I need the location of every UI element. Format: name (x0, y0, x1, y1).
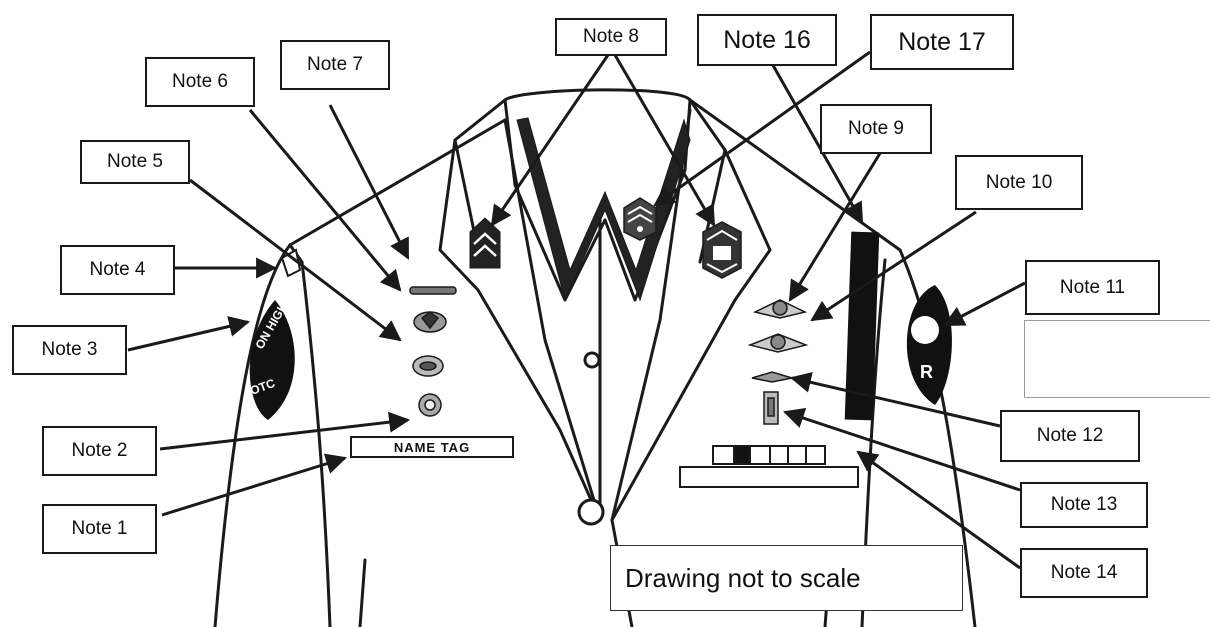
arrow-note6 (248, 109, 402, 292)
note-12-label: Note 12 (1000, 410, 1140, 462)
left-epaulet (280, 248, 302, 278)
arrow-note14 (856, 450, 1021, 570)
arrow-note9 (788, 149, 884, 302)
note-11-label: Note 11 (1025, 260, 1160, 315)
ribbon-rack (679, 445, 859, 488)
blank-box (1024, 320, 1210, 398)
left-lapel (438, 98, 602, 522)
arrow-note2 (159, 411, 411, 451)
shoulder-cord (844, 231, 880, 421)
collar-band (503, 88, 692, 102)
note-10-label: Note 10 (955, 155, 1083, 210)
left-shoulder-line (288, 118, 507, 247)
right-lapel (610, 98, 772, 522)
arrow-note7 (328, 104, 410, 260)
left-collar-chevron (469, 217, 501, 269)
left-sleeve-inner (300, 260, 332, 627)
arrow-note13 (783, 407, 1021, 492)
lower-front-left (358, 558, 367, 627)
arrow-note8-right (613, 54, 716, 227)
name-tag: NAME TAG (350, 436, 514, 458)
arrow-note10 (810, 210, 977, 322)
arrow-note1 (161, 453, 348, 517)
collar-rank-insignia-upper (623, 197, 657, 241)
right-sleeve-outer (898, 248, 977, 627)
note-14-label: Note 14 (1020, 548, 1148, 598)
arrow-note16 (768, 59, 864, 224)
wing-lower (751, 371, 793, 383)
right-collar-rank-insignia (702, 221, 742, 279)
right-shoulder-line (688, 98, 902, 252)
note-9-label: Note 9 (820, 104, 932, 154)
note-13-label: Note 13 (1020, 482, 1148, 528)
right-chest-wings (747, 299, 809, 425)
note-7-label: Note 7 (280, 40, 390, 90)
arrow-note5 (189, 178, 402, 342)
note-4-label: Note 4 (60, 245, 175, 295)
left-shoulder-patch: ON HIGH OTC (248, 300, 295, 420)
left-chest-badges (409, 286, 457, 417)
arrow-note3 (127, 316, 251, 352)
arrow-note17 (653, 50, 871, 207)
arrow-note11 (943, 281, 1026, 327)
button-lower (577, 498, 605, 526)
collar-v-shape (516, 117, 691, 302)
leader-lines (127, 50, 1026, 570)
note-3-label: Note 3 (12, 325, 127, 375)
arrow-note8-left (490, 54, 610, 227)
note-5-label: Note 5 (80, 140, 190, 184)
drawing-not-to-scale-note: Drawing not to scale (610, 545, 963, 611)
note-17-label: Note 17 (870, 14, 1014, 70)
button-upper (583, 351, 601, 369)
note-8-label: Note 8 (555, 18, 667, 56)
note-2-label: Note 2 (42, 426, 157, 476)
patch-letter: R (920, 362, 933, 382)
front-edge-left (503, 118, 602, 522)
front-edge-right (610, 108, 692, 522)
note-6-label: Note 6 (145, 57, 255, 107)
note-1-label: Note 1 (42, 504, 157, 554)
note-16-label: Note 16 (697, 14, 837, 66)
arrow-note12 (789, 372, 1001, 428)
right-shoulder-patch: R (906, 285, 952, 405)
badge-bar-note7 (409, 286, 457, 295)
